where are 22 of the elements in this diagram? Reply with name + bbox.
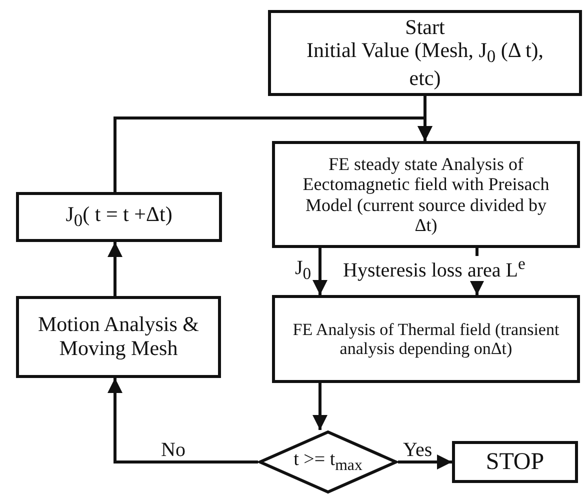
- process-box: [268, 10, 582, 96]
- node-text: FE Analysis of Thermal field (transient analysis depending onΔt): [292, 320, 560, 358]
- process-box: [272, 141, 580, 248]
- arrow: [312, 383, 328, 430]
- process-box: [272, 295, 580, 383]
- node-text: Start: [405, 16, 445, 40]
- node-text: J$_{0}$( t = t +Δt): [66, 203, 172, 231]
- process-box: [452, 441, 578, 483]
- process-box: [16, 192, 222, 242]
- arrow: [312, 248, 328, 295]
- edge-label: Hysteresis loss area L$^{e}$: [342, 256, 526, 281]
- arrow: [108, 242, 122, 296]
- process-box: [16, 296, 221, 378]
- node-text: STOP: [486, 448, 544, 476]
- arrow: [108, 378, 258, 464]
- node-text: t >= t$_{max}$: [294, 449, 362, 475]
- arrow: [114, 116, 432, 192]
- arrow: [398, 454, 452, 470]
- node-text: FE steady state Analysis of Eectomagnetic field with Preisach Model (current source divided by Δt): [302, 154, 550, 235]
- node-text: Motion Analysis & Moving Mesh: [36, 313, 200, 361]
- decision-diamond: [258, 430, 398, 494]
- node-text: Initial Value (Mesh, J$_{0}$ (Δ t), etc): [305, 39, 545, 90]
